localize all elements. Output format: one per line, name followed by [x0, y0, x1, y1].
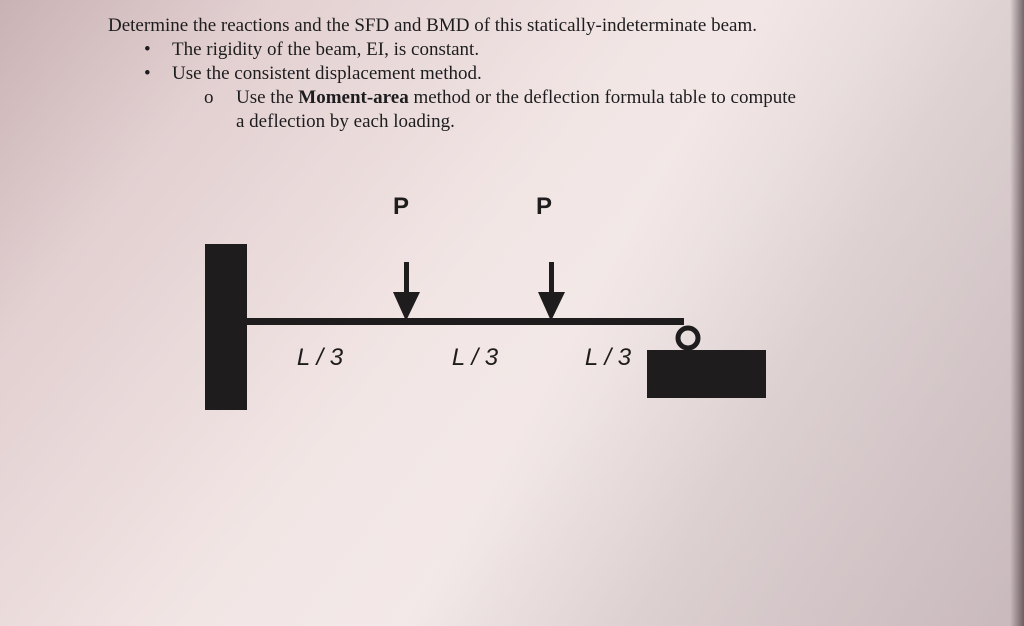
- sub-bullet-item: o Use the Moment-area method or the defl…: [108, 86, 868, 134]
- arrow-shaft: [404, 262, 409, 302]
- problem-statement: Determine the reactions and the SFD and …: [108, 14, 868, 134]
- paper-edge-shadow: [1010, 0, 1024, 626]
- sub-item-line2: a deflection by each loading.: [236, 111, 455, 132]
- arrow-shaft: [549, 262, 554, 302]
- sub-item-suffix: method or the deflection formula table t…: [408, 87, 796, 108]
- bullet-marker: •: [144, 39, 151, 60]
- load-arrow-2: [538, 262, 565, 321]
- bullet-text: The rigidity of the beam, EI, is constan…: [172, 39, 480, 60]
- bullet-item-method: • Use the consistent displacement method…: [108, 62, 868, 86]
- beam: [246, 318, 684, 325]
- bullet-marker: •: [144, 63, 151, 84]
- load-arrow-1: [393, 262, 420, 321]
- sub-item-bold: Moment-area: [298, 87, 409, 108]
- sub-bullet-marker: o: [204, 87, 214, 108]
- segment-label-1: L / 3: [297, 344, 344, 371]
- bullet-list: • The rigidity of the beam, EI, is const…: [108, 38, 868, 86]
- sub-item-prefix: Use the: [236, 87, 299, 108]
- bullet-text: Use the consistent displacement method.: [172, 63, 482, 84]
- bullet-item-rigidity: • The rigidity of the beam, EI, is const…: [108, 38, 868, 62]
- load-label-1: P: [393, 193, 409, 220]
- problem-heading: Determine the reactions and the SFD and …: [108, 15, 757, 36]
- pin-icon: [675, 325, 701, 351]
- roller-support-block: [647, 350, 766, 398]
- arrow-head-icon: [538, 292, 565, 321]
- segment-label-3: L / 3: [585, 344, 632, 371]
- fixed-wall-support: [205, 244, 247, 410]
- arrow-head-icon: [393, 292, 420, 321]
- segment-label-2: L / 3: [452, 344, 499, 371]
- load-label-2: P: [536, 193, 552, 220]
